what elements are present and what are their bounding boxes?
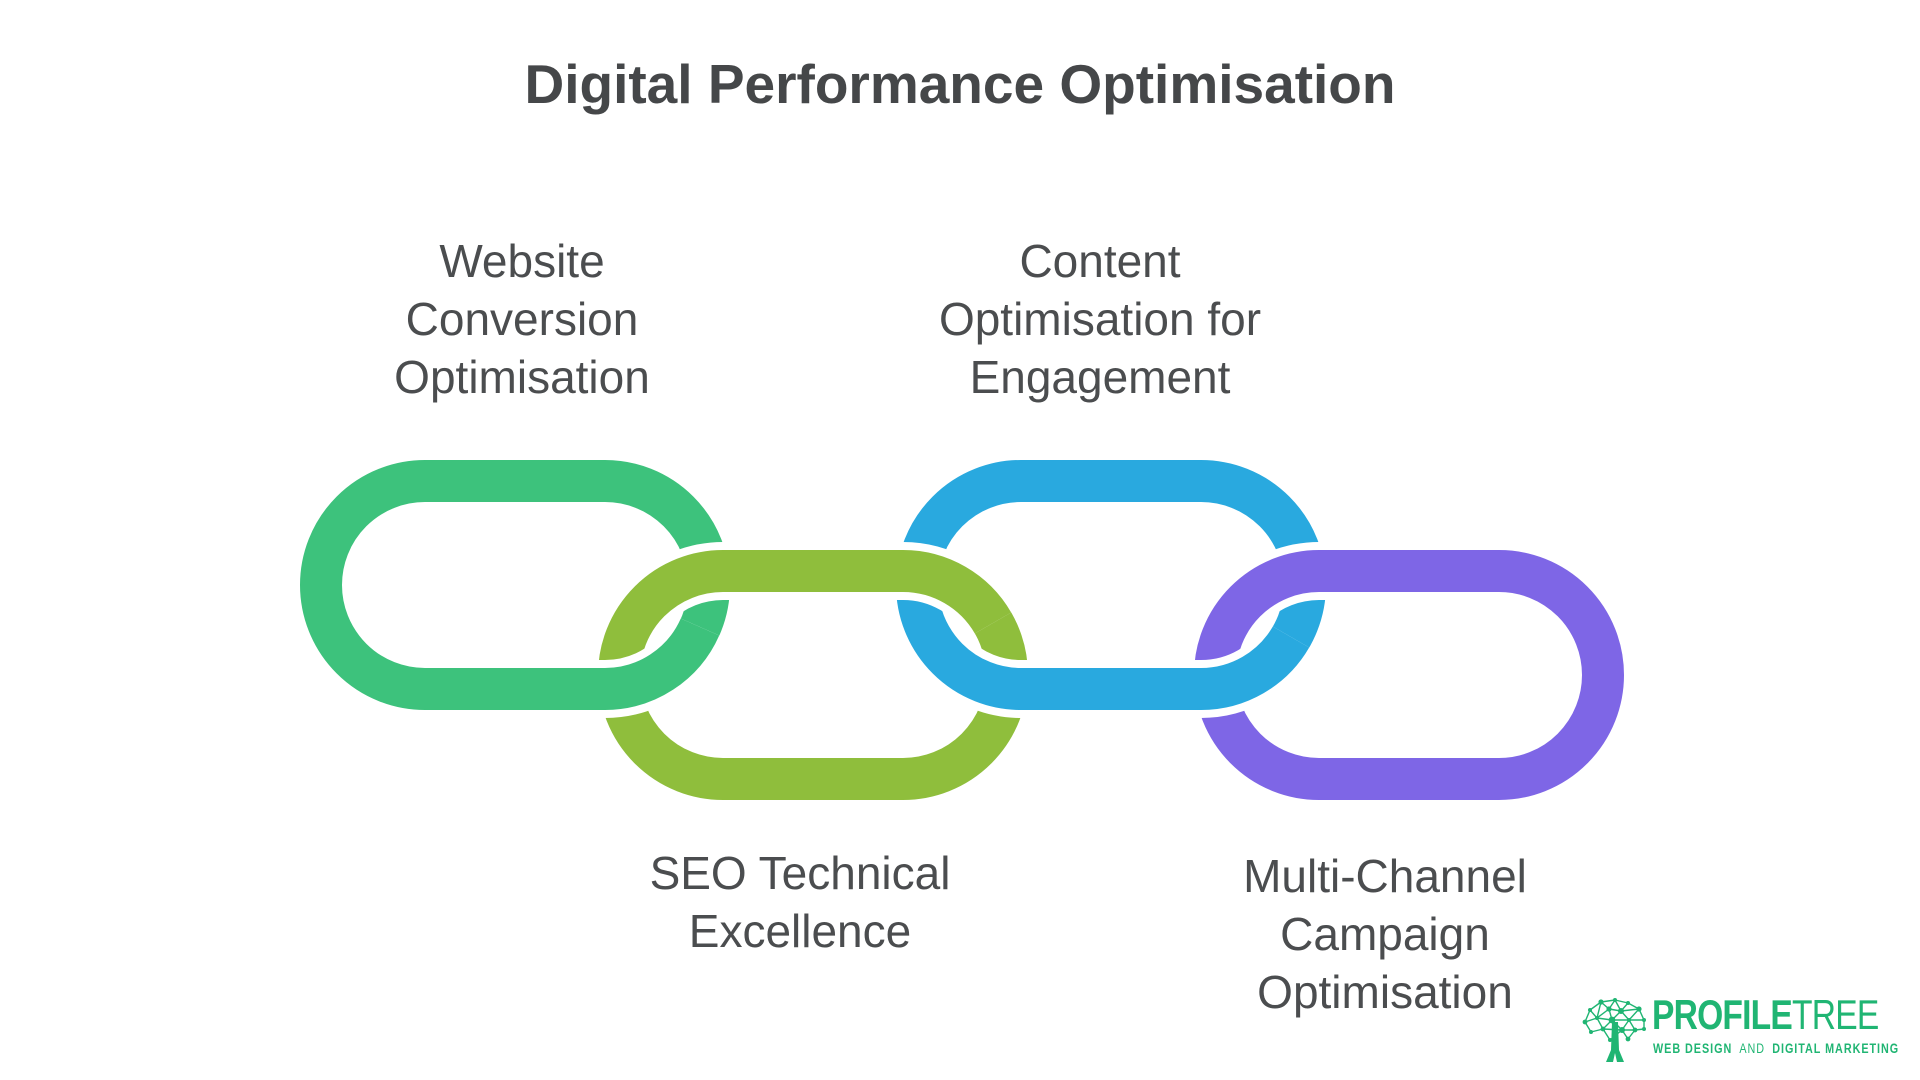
label-line: Conversion [405, 293, 639, 345]
label-line: Optimisation for [938, 293, 1262, 345]
label-line: Optimisation [394, 351, 650, 403]
chain-label-seo-technical-excellence: SEO Technical Excellence [650, 844, 951, 960]
page-title: Digital Performance Optimisation [524, 53, 1396, 115]
profiletree-tree-icon [1582, 998, 1646, 1062]
label-line: Campaign [1280, 908, 1490, 960]
brand-text-tree: TREE [1792, 991, 1879, 1038]
chain-label-multi-channel-campaign-optimisation: Multi-Channel Campaign Optimisation [1243, 847, 1527, 1021]
label-line: Content [1019, 235, 1181, 287]
tagline-web-design: WEB DESIGN [1653, 1041, 1733, 1056]
profiletree-logo: PROFILETREE WEB DESIGN AND DIGITAL MARKE… [1582, 990, 1902, 1072]
label-line: Optimisation [1257, 966, 1513, 1018]
profiletree-wordmark: PROFILETREE [1652, 990, 1879, 1040]
tagline-and: AND [1739, 1041, 1766, 1056]
label-line: Website [439, 235, 605, 287]
label-line: Engagement [969, 351, 1231, 403]
chain-weave-green-over-lime [500, 617, 720, 710]
chain-label-content-optimisation-engagement: Content Optimisation for Engagement [939, 232, 1261, 406]
chain-weave-lime-over-blue [840, 550, 1012, 635]
label-line: SEO Technical [649, 847, 951, 899]
chain-label-website-conversion-optimisation: Website Conversion Optimisation [394, 232, 650, 406]
brand-text-profile: PROFILE [1652, 991, 1793, 1038]
tagline-digital-marketing: DIGITAL MARKETING [1772, 1041, 1900, 1056]
chain-weave-blue-over-purple [1130, 625, 1310, 710]
profiletree-tagline: WEB DESIGN AND DIGITAL MARKETING [1653, 1041, 1902, 1056]
label-line: Multi-Channel [1243, 850, 1527, 902]
label-line: Excellence [688, 905, 912, 957]
